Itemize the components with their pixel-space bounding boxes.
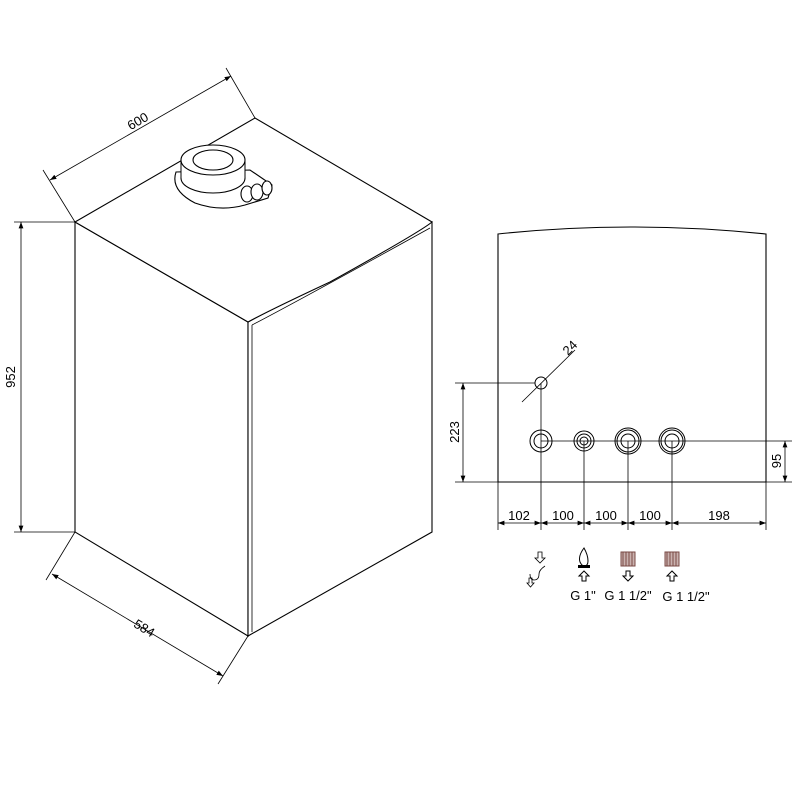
dim-height-label: 952	[3, 366, 18, 388]
connection-label-gas: G 1"	[570, 588, 596, 603]
heating-flow-icon	[620, 551, 636, 582]
dimension-height: 952	[3, 221, 75, 533]
dim-spacing-5: 198	[708, 508, 730, 523]
boiler-isometric: 600 952 584	[3, 67, 433, 685]
gas-inlet-icon	[577, 547, 591, 582]
dim-spacing-2: 100	[552, 508, 574, 523]
boiler-top-face	[73, 117, 433, 323]
dim-condensate-height: 223	[447, 421, 462, 443]
dim-width-label: 600	[125, 109, 151, 133]
dim-spacing-1: 102	[508, 508, 530, 523]
dim-spacing-3: 100	[595, 508, 617, 523]
dim-spacing-4: 100	[639, 508, 661, 523]
connection-label-flow: G 1 1/2"	[604, 588, 652, 603]
boiler-rear-view: 24 223 95 102 100 100 100 198	[447, 226, 792, 604]
connection-label-return: G 1 1/2"	[662, 589, 710, 604]
dim-depth-label: 584	[131, 616, 157, 640]
rear-outline	[497, 226, 767, 483]
heating-return-icon	[664, 551, 680, 582]
condensate-drain-icon	[526, 551, 546, 588]
dim-pipe-height: 95	[769, 454, 784, 468]
